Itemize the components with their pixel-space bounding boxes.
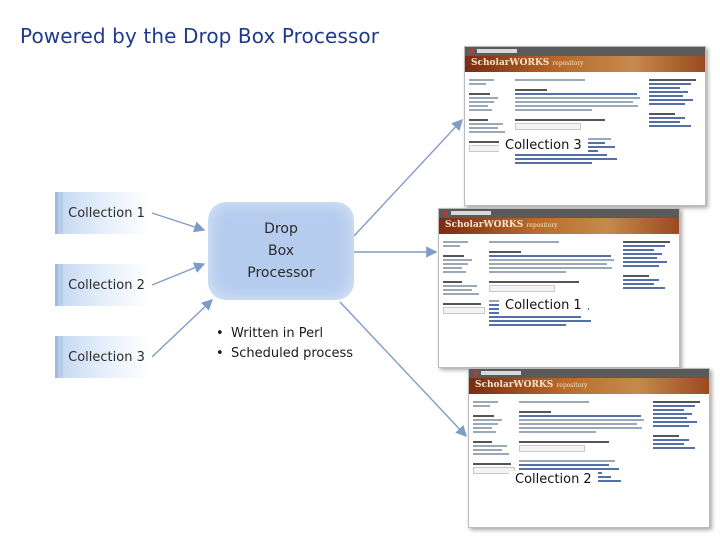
screenshot-collection-label: Collection 1 (499, 297, 588, 314)
processor-title-line: Drop (264, 221, 298, 237)
screenshot-collection-label: Collection 3 (499, 137, 588, 154)
arrow-collection3-to-processor (151, 299, 214, 358)
processor-title-line: Box (267, 243, 295, 259)
bullet-item: Written in Perl (216, 324, 353, 344)
collection-box-3: Collection 3 (55, 336, 150, 378)
arrow-processor-to-shot3 (339, 301, 467, 438)
collection-box-1: Collection 1 (55, 192, 150, 234)
repository-logo: ScholarWORKS repository (445, 220, 558, 230)
collection-label: Collection 1 (68, 205, 145, 221)
repository-screenshot-3: ScholarWORKS repository Collection 2 (468, 368, 710, 528)
processor-title: Drop Box Processor (208, 218, 354, 284)
arrow-processor-to-shot1 (353, 118, 463, 237)
repository-screenshot-1: ScholarWORKS repository Collection 3 (464, 46, 706, 206)
collection-label: Collection 3 (68, 349, 145, 365)
bullet-item: Scheduled process (216, 344, 353, 364)
processor-bullets: Written in Perl Scheduled process (216, 324, 353, 364)
processor-title-line: Processor (247, 265, 315, 281)
repository-logo: ScholarWORKS repository (471, 58, 584, 68)
arrow-collection2-to-processor (151, 262, 206, 286)
slide-title: Powered by the Drop Box Processor (20, 24, 380, 48)
arrow-collection1-to-processor (151, 212, 206, 233)
repository-logo: ScholarWORKS repository (475, 380, 588, 390)
drop-box-processor: Drop Box Processor (208, 202, 354, 300)
screenshot-collection-label: Collection 2 (509, 471, 598, 488)
repository-screenshot-2: ScholarWORKS repository Collection 1 (438, 208, 680, 368)
collection-label: Collection 2 (68, 277, 145, 293)
collection-box-2: Collection 2 (55, 264, 150, 306)
